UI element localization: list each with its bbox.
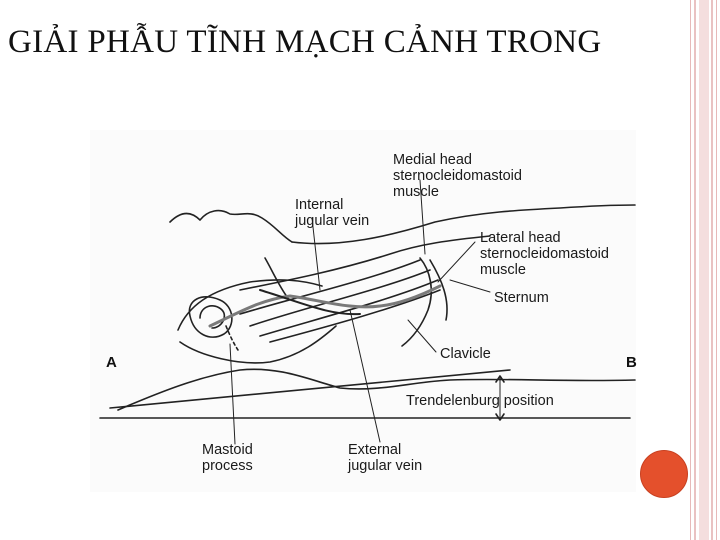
anatomy-figure: Medial head sternocleidomastoid muscle I…	[90, 130, 637, 492]
label-medial-head: Medial head sternocleidomastoid muscle	[393, 152, 522, 200]
ear-inner	[199, 305, 226, 329]
label-clavicle: Clavicle	[440, 346, 491, 362]
leader-clavicle	[407, 319, 437, 353]
mastoid-line	[225, 325, 239, 351]
leader-mastoid	[229, 343, 236, 445]
clavicle	[401, 257, 432, 347]
tilt-line	[109, 369, 511, 409]
label-mastoid-process: Mastoid process	[202, 442, 253, 474]
label-trendelenburg: Trendelenburg position	[406, 393, 554, 409]
body-outline	[117, 368, 636, 411]
neck-contour	[239, 235, 491, 291]
decorative-border-band	[699, 0, 709, 540]
sternum	[429, 259, 448, 321]
decorative-orange-dot	[640, 450, 688, 498]
chest-outline	[291, 204, 636, 245]
scm-muscle	[239, 259, 421, 315]
label-internal-jugular-vein: Internal jugular vein	[295, 197, 370, 229]
decorative-border-line	[711, 0, 713, 540]
head-outline	[177, 279, 323, 331]
decorative-border-line	[690, 0, 691, 540]
face-outline	[169, 209, 293, 243]
label-sternum: Sternum	[494, 290, 549, 306]
edge-letter-left: A	[106, 354, 117, 371]
external-jugular-vein	[208, 284, 442, 328]
neck-anatomy-drawing	[99, 179, 636, 445]
head-back	[179, 325, 337, 364]
leader-internal	[311, 217, 321, 291]
leader-lateral	[437, 241, 476, 283]
label-lateral-head: Lateral head sternocleidomastoid muscle	[480, 230, 609, 278]
slide-title: GIẢI PHẪU TĨNH MẠCH CẢNH TRONG	[8, 24, 602, 60]
decorative-border-line	[716, 0, 717, 540]
edge-letter-right: B	[626, 354, 637, 371]
leader-medial	[419, 179, 426, 255]
decorative-border-line	[694, 0, 696, 540]
label-external-jugular-vein: External jugular vein	[348, 442, 423, 474]
leader-sternum	[449, 279, 491, 293]
leader-external	[349, 309, 381, 443]
